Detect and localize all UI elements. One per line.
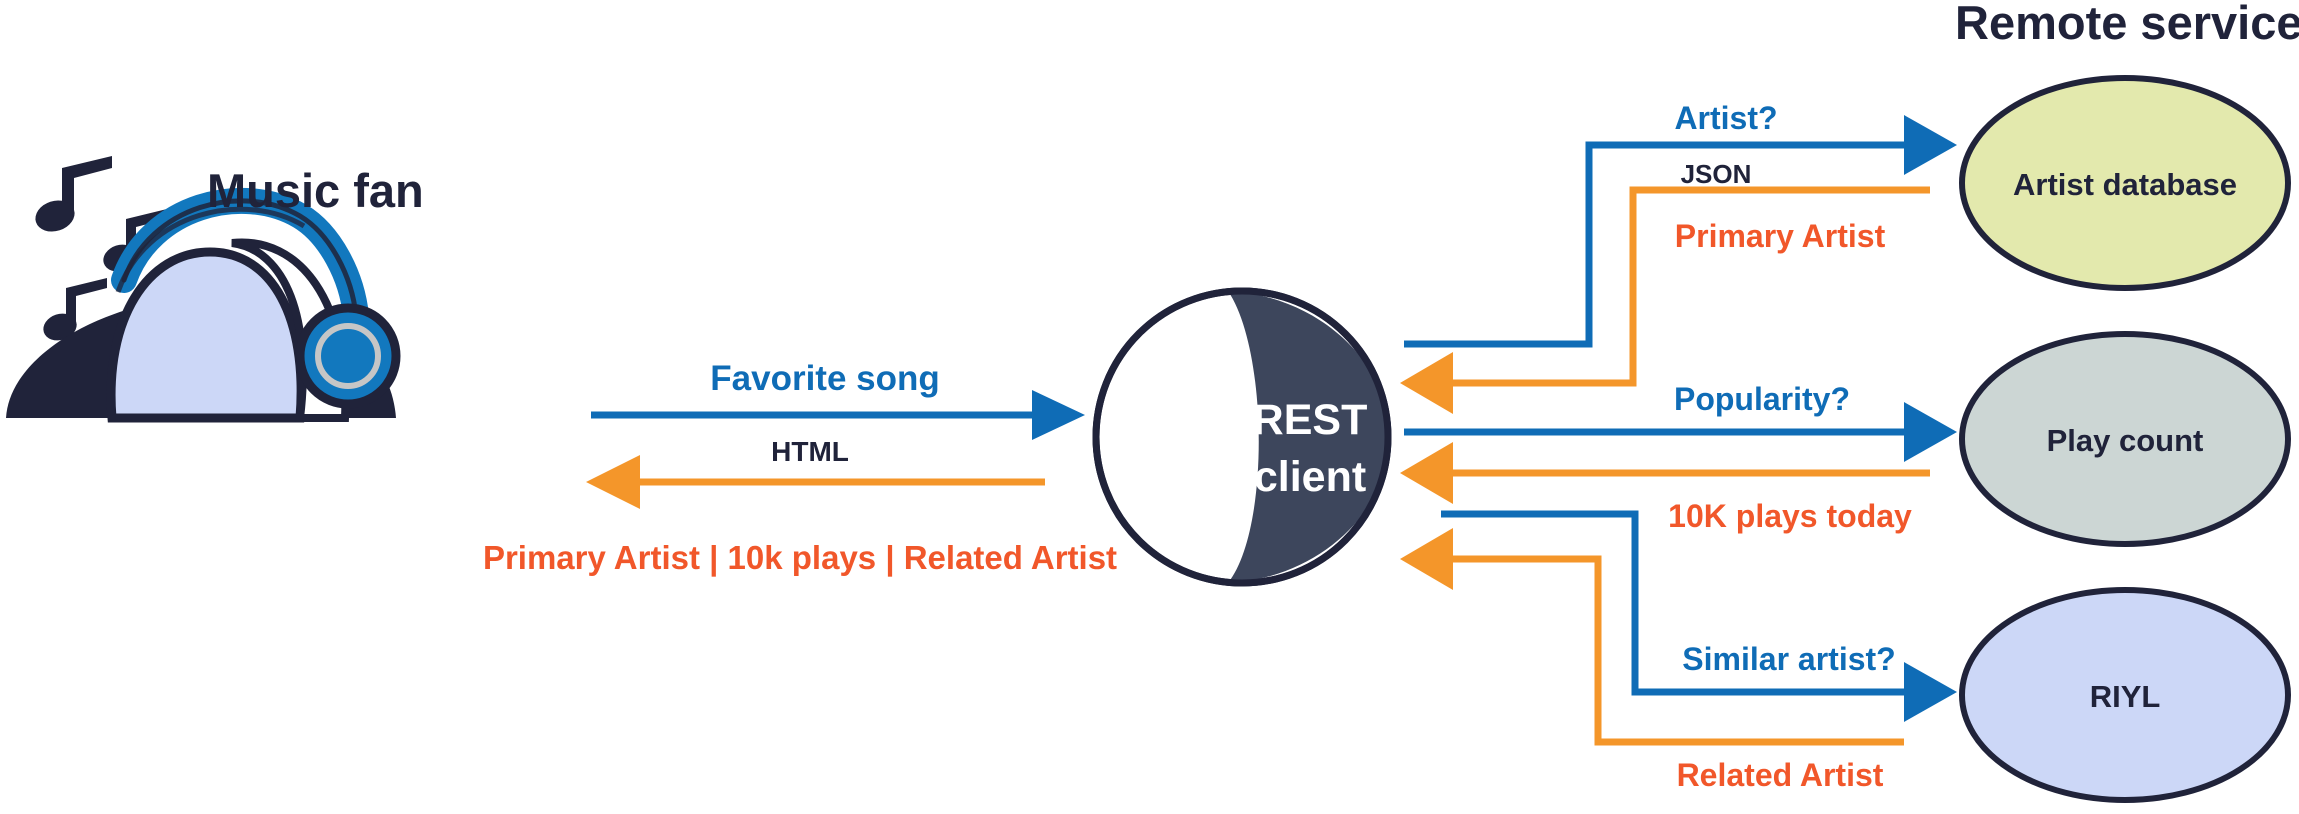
rest-client-label-line2: client <box>1253 453 1367 501</box>
favorite-song-arrowhead <box>1032 390 1085 440</box>
headphone-earcup <box>295 303 401 409</box>
html-label: HTML <box>771 436 849 467</box>
primary-artist-response-line <box>1453 186 1930 387</box>
html-response-arrowhead <box>586 455 640 509</box>
popularity-request-arrowhead <box>1904 402 1957 462</box>
service-label-riyl: RIYL <box>2089 679 2161 714</box>
primary-artist-label: Primary Artist <box>1674 218 1886 254</box>
user-client-flows <box>586 390 1085 509</box>
service-ellipse-riyl <box>1959 587 2291 803</box>
music-fan-label: Music fan <box>207 164 424 217</box>
riyl-flows <box>1400 510 1957 746</box>
music-fan-illustration <box>6 156 401 423</box>
rest-client-sphere <box>1092 287 1392 587</box>
fan-head <box>106 247 306 423</box>
play-count-response-arrowhead <box>1400 442 1453 504</box>
similar-artist-request-arrowhead <box>1904 662 1957 722</box>
artist-database-flows <box>1400 115 1957 414</box>
service-label-artist-database: Artist database <box>2013 167 2237 202</box>
artist-request-line <box>1404 141 1904 348</box>
primary-artist-response-arrowhead <box>1400 352 1453 414</box>
user-response-label: Primary Artist | 10k plays | Related Art… <box>482 539 1118 576</box>
artist-request-arrowhead <box>1904 115 1957 175</box>
popularity-request-label: Popularity? <box>1673 381 1851 417</box>
remote-services-title: Remote services <box>1955 0 2299 49</box>
service-nodes <box>1959 75 2291 803</box>
similar-artist-request-label: Similar artist? <box>1682 641 1896 677</box>
play-count-flows <box>1400 402 1957 504</box>
related-artist-response-arrowhead <box>1400 528 1453 590</box>
service-ellipse-play-count <box>1959 331 2291 547</box>
play-count-response-label: 10K plays today <box>1668 498 1912 534</box>
similar-artist-request-line <box>1441 510 1904 696</box>
json-label: JSON <box>1680 159 1752 189</box>
rest-client-label-line1: REST <box>1252 396 1368 444</box>
service-ellipse-artist-database <box>1959 75 2291 291</box>
artist-request-label: Artist? <box>1674 100 1778 136</box>
favorite-song-label: Favorite song <box>710 359 940 398</box>
related-artist-response-line <box>1453 555 1904 746</box>
service-label-play-count: Play count <box>2046 423 2204 458</box>
related-artist-response-label: Related Artist <box>1676 757 1884 793</box>
